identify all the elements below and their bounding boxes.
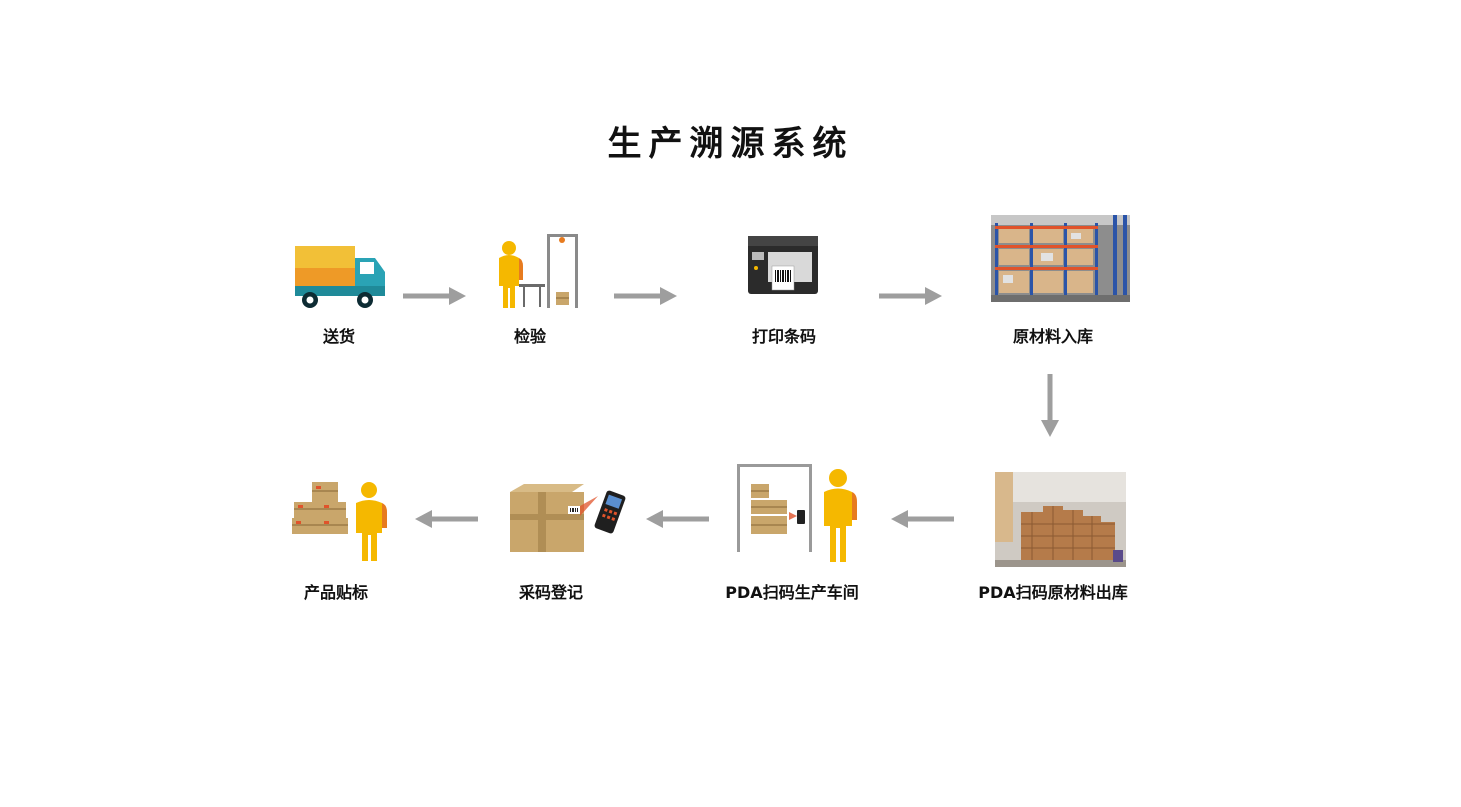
- inspection-gate-icon: [499, 234, 578, 308]
- workshop-scan-icon: [737, 464, 857, 562]
- arrow-down: [1041, 374, 1059, 437]
- labeled-boxes-icon: [292, 482, 387, 561]
- step-code-register: [508, 480, 630, 556]
- box-scanner-icon: [510, 484, 626, 552]
- step-label-print-barcode: 打印条码: [751, 327, 817, 346]
- page-title: 生产溯源系统: [607, 124, 854, 164]
- step-label-inspection: 检验: [513, 327, 547, 346]
- arrow-left-1: [891, 510, 954, 528]
- step-label-code-register: 采码登记: [518, 583, 584, 602]
- delivery-truck-icon: [295, 246, 385, 308]
- step-label-warehouse-out: PDA扫码原材料出库: [978, 583, 1128, 602]
- arrow-left-2: [646, 510, 709, 528]
- step-label-warehouse-in: 原材料入库: [1012, 327, 1094, 346]
- arrow-left-3: [415, 510, 478, 528]
- step-delivery: [292, 240, 388, 312]
- step-print-barcode: [744, 232, 822, 298]
- step-warehouse-in: [991, 215, 1130, 302]
- barcode-printer-icon: [748, 236, 818, 294]
- arrow-right-1: [403, 287, 466, 305]
- step-product-label: [290, 478, 390, 562]
- step-inspection: [493, 232, 583, 312]
- step-label-product-label: 产品贴标: [303, 583, 369, 602]
- step-label-workshop: PDA扫码生产车间: [725, 583, 859, 602]
- step-workshop: [735, 462, 861, 566]
- step-warehouse-out: [995, 472, 1126, 567]
- warehouse-shelves-icon: [991, 215, 1130, 302]
- arrow-right-3: [879, 287, 942, 305]
- step-label-delivery: 送货: [322, 327, 356, 346]
- arrow-right-2: [614, 287, 677, 305]
- warehouse-boxes-icon: [995, 472, 1126, 567]
